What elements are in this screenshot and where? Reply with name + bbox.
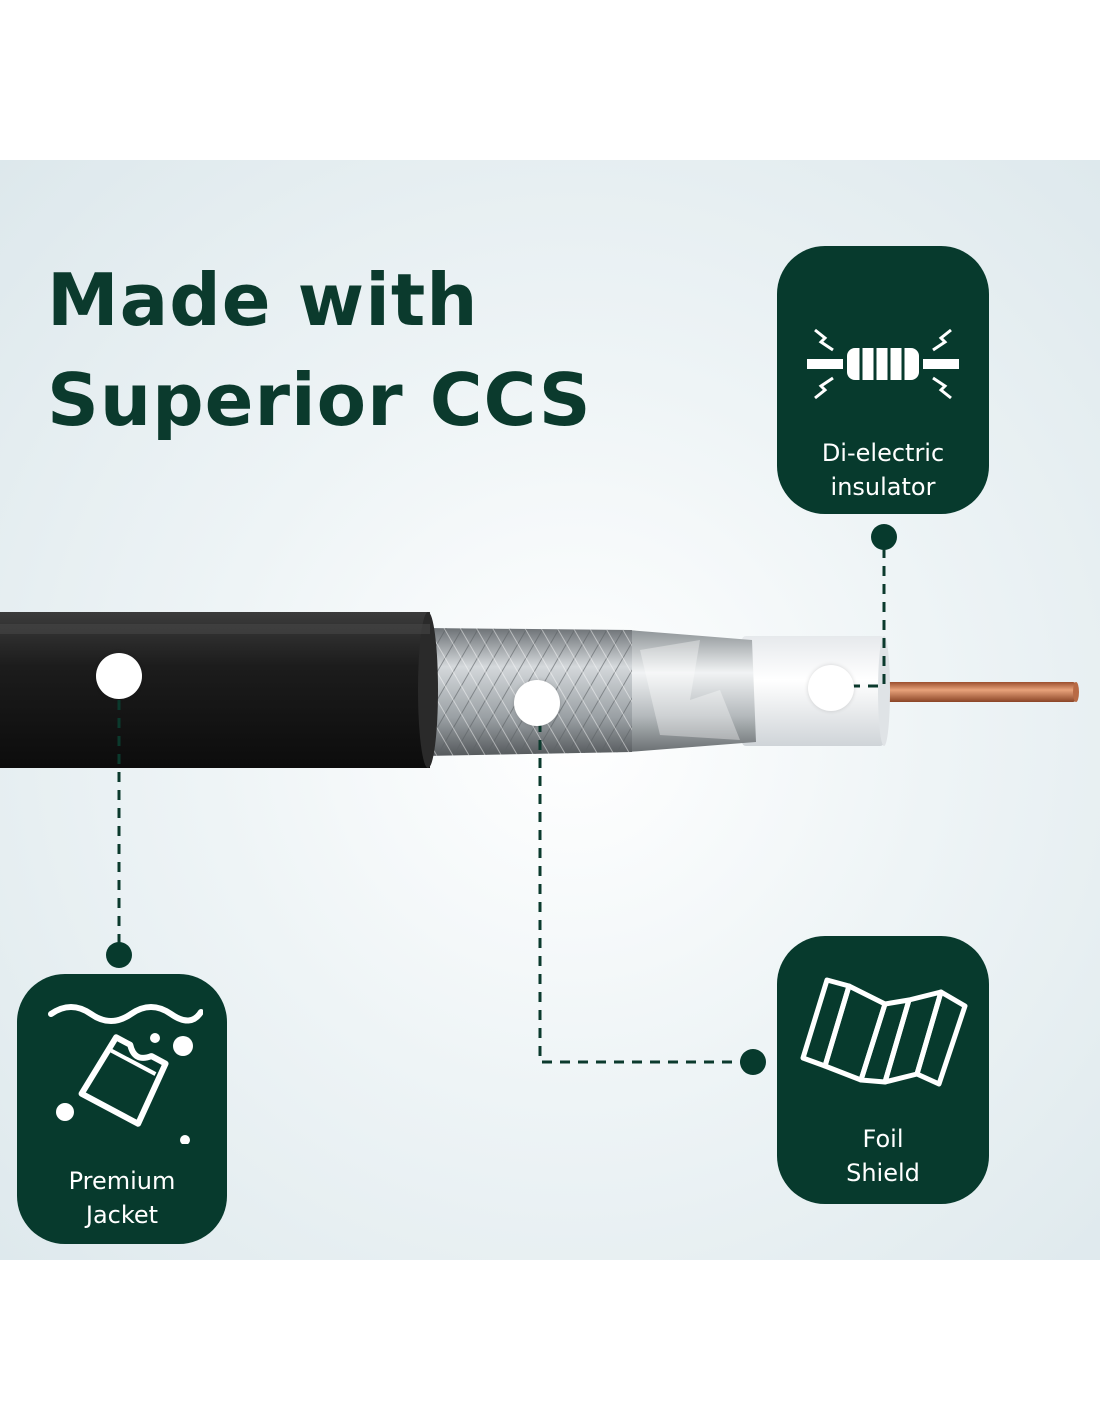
- center-conductor: [860, 682, 1076, 702]
- foil-label-line-1: Foil: [862, 1125, 904, 1153]
- foil-label-line-2: Shield: [846, 1159, 920, 1187]
- outer-jacket: [0, 612, 430, 768]
- foil-shield-card: Foil Shield: [777, 936, 989, 1204]
- jacket-label-line-1: Premium: [68, 1167, 176, 1195]
- jacket-connector-dot: [106, 942, 132, 968]
- foil-layer: [628, 630, 756, 752]
- headline: Made with Superior CCS: [47, 250, 592, 450]
- foil-shield-icon: [800, 977, 968, 1087]
- dielectric-label-line-2: insulator: [830, 473, 936, 501]
- headline-line-1: Made with: [47, 258, 479, 342]
- premium-jacket-card: Premium Jacket: [17, 974, 227, 1244]
- dielectric-insulator-icon: [807, 328, 959, 400]
- jacket-label-line-2: Jacket: [85, 1201, 159, 1229]
- jacket-marker: [96, 653, 142, 699]
- braid-marker: [514, 680, 560, 726]
- dielectric-connector-dot: [871, 524, 897, 550]
- foil-connector-dot: [740, 1049, 766, 1075]
- jacket-water-icon: [48, 1004, 203, 1144]
- foil-connector-line: [538, 722, 752, 1064]
- dielectric-label-line-1: Di-electric: [821, 439, 945, 467]
- dielectric-marker: [808, 665, 854, 711]
- dielectric-connector-line: [846, 548, 886, 688]
- dielectric-insulator-card: Di-electric insulator: [777, 246, 989, 514]
- headline-line-2: Superior CCS: [47, 358, 592, 442]
